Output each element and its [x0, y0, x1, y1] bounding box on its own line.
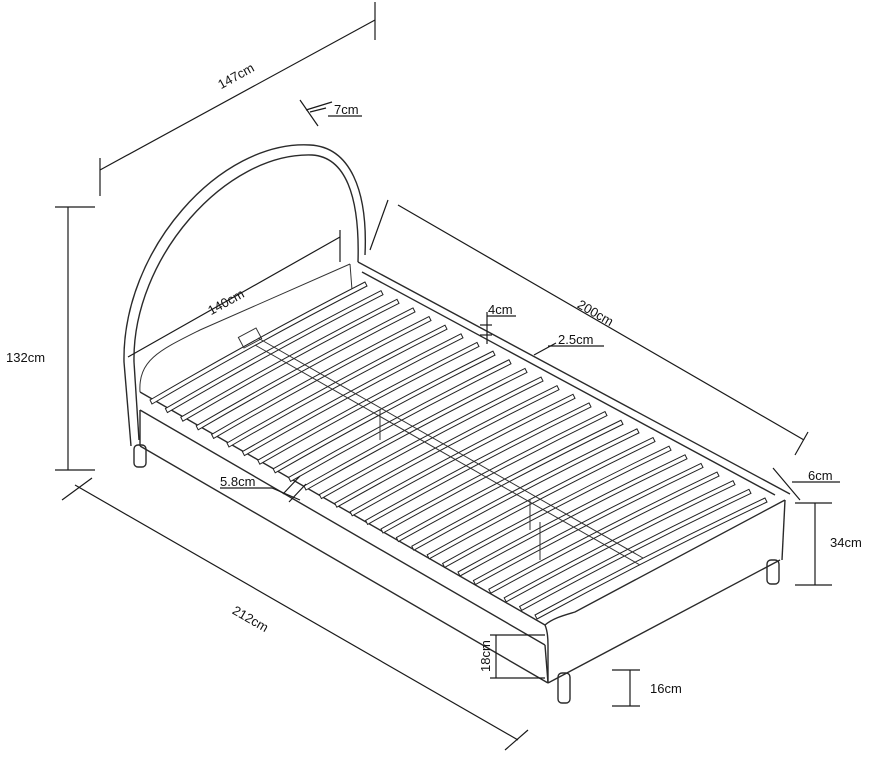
label-frame-height: 18cm [478, 640, 493, 672]
label-inner-width: 140cm [205, 286, 246, 318]
slat [226, 324, 448, 448]
leg-front-right [557, 672, 571, 704]
slat [518, 488, 752, 612]
slat [503, 480, 736, 603]
label-overall-length: 212cm [230, 603, 271, 636]
slat [303, 367, 528, 491]
leg-front-left [133, 444, 147, 468]
slat [534, 497, 768, 620]
label-frame-side: 6cm [808, 468, 833, 483]
slat [441, 445, 672, 569]
slat [210, 315, 432, 440]
slat [488, 471, 720, 594]
slat [457, 454, 688, 577]
dim-inner-width: 140cm [127, 230, 341, 358]
dim-slat-gap: 2.5cm [533, 332, 604, 356]
dim-slat-thickness: 4cm [480, 302, 516, 344]
dim-overall-height: 132cm [6, 206, 95, 471]
label-inner-length: 200cm [575, 297, 616, 330]
slat [180, 298, 400, 422]
center-rail [237, 327, 644, 566]
slat [272, 350, 496, 474]
dim-side-height: 34cm [795, 502, 862, 586]
slat [257, 341, 480, 465]
leg-back-right [766, 559, 780, 585]
label-overall-width: 147cm [215, 60, 256, 92]
dim-overall-length: 212cm [61, 477, 529, 751]
dim-frame-height: 18cm [478, 634, 545, 679]
slat [149, 281, 368, 405]
label-slat-thickness: 4cm [488, 302, 513, 317]
slat [472, 462, 704, 586]
slat [426, 436, 656, 560]
dim-slat-width: 5.8cm [220, 474, 307, 503]
slat [287, 359, 512, 483]
slat-group [149, 281, 768, 620]
slat [164, 289, 384, 414]
dim-frame-side: 6cm [772, 467, 840, 501]
slat [195, 307, 416, 431]
dim-headboard-depth: 7cm [299, 99, 362, 127]
label-leg-height: 16cm [650, 681, 682, 696]
label-slat-gap: 2.5cm [558, 332, 593, 347]
slat [395, 419, 624, 543]
label-side-height: 34cm [830, 535, 862, 550]
headboard [123, 144, 367, 447]
slat [318, 376, 544, 500]
bed-frame [139, 261, 791, 684]
bed-legs [133, 444, 780, 704]
label-overall-height: 132cm [6, 350, 45, 365]
dim-overall-width: 147cm [99, 2, 376, 196]
label-slat-width: 5.8cm [220, 474, 255, 489]
slat [241, 333, 464, 457]
label-headboard-depth: 7cm [334, 102, 359, 117]
slat [411, 428, 640, 551]
dim-leg-height: 16cm [612, 669, 682, 707]
